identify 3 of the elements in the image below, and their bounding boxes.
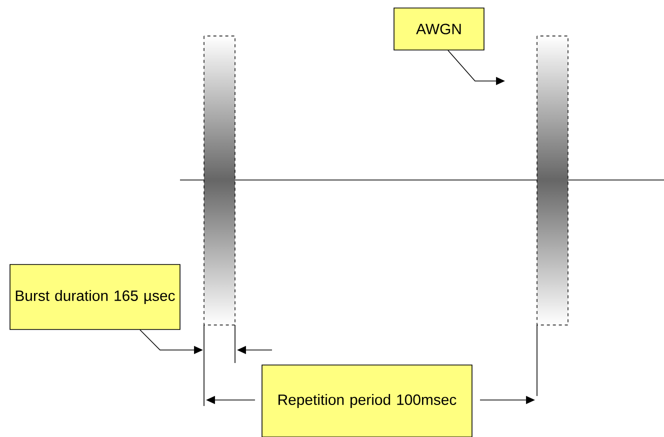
callout-box: Repetition period 100msec xyxy=(262,364,472,437)
callout-box: AWGN xyxy=(394,8,484,50)
callout-box: Burst duration 165 µsec xyxy=(10,264,180,330)
